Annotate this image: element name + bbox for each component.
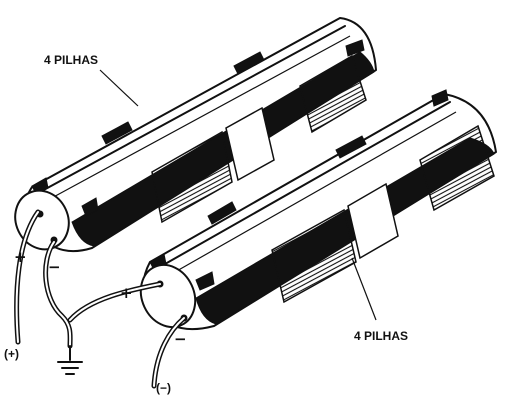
minus-mark-left: − (48, 258, 61, 276)
battery-cell-icon (151, 54, 367, 224)
leader-line-bottom (351, 257, 377, 321)
battery-cell-icon (271, 124, 495, 304)
label-pack-bottom: 4 PILHAS (354, 329, 408, 343)
label-minus-lead: (−) (156, 381, 171, 395)
plus-mark-left: + (14, 248, 27, 266)
wire-positive-right (67, 281, 163, 323)
leader-line-top (99, 69, 139, 107)
wire-negative-right (151, 315, 187, 389)
wire-negative-left (43, 239, 73, 349)
wire-positive-left (14, 209, 41, 345)
label-plus-lead: (+) (4, 347, 19, 361)
ground-symbol-icon (57, 345, 83, 375)
label-pack-top: 4 PILHAS (44, 53, 98, 67)
minus-mark-right: − (174, 330, 187, 348)
battery-pack-bottom (139, 89, 497, 331)
plus-mark-right: + (120, 284, 133, 302)
